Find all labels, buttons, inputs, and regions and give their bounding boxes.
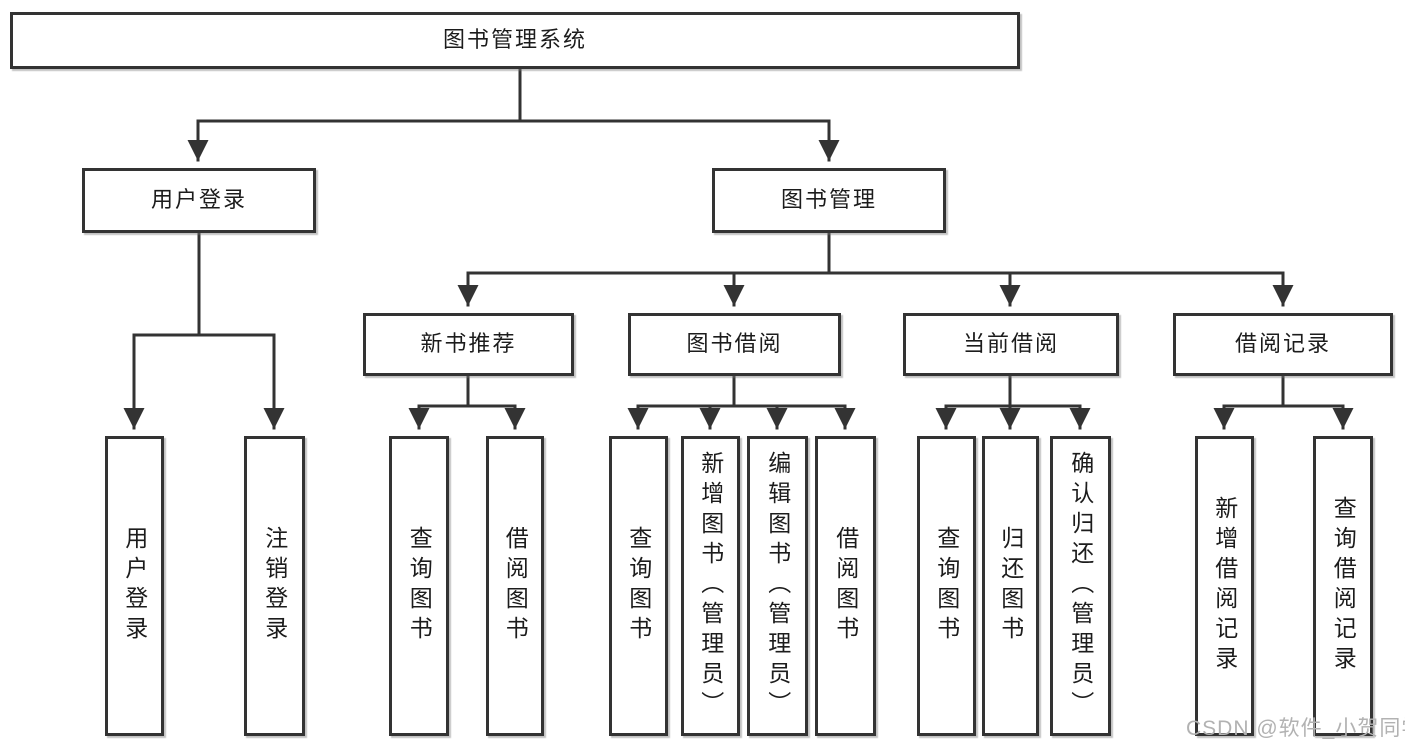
node-leaf-add-books-admin: 新增图书（管理员）: [681, 436, 740, 736]
node-library-management-system: 图书管理系统: [10, 12, 1020, 69]
node-leaf-user-login: 用户登录: [105, 436, 164, 736]
node-label: 图书借阅: [686, 331, 783, 357]
node-borrowing-records: 借阅记录: [1173, 313, 1393, 376]
node-leaf-edit-books-admin: 编辑图书（管理员）: [747, 436, 808, 736]
node-leaf-query-books-recommend: 查询图书: [389, 436, 449, 736]
node-label: 用户登录: [121, 526, 148, 646]
node-label: 用户登录: [150, 187, 247, 213]
node-label: 借阅图书: [502, 526, 529, 646]
node-book-management: 图书管理: [712, 168, 946, 233]
node-leaf-query-books-borrowing: 查询图书: [609, 436, 668, 736]
node-label: 查询图书: [625, 526, 652, 646]
node-leaf-add-borrow-record: 新增借阅记录: [1195, 436, 1254, 736]
node-new-book-recommend: 新书推荐: [363, 313, 574, 376]
node-leaf-borrow-books-recommend: 借阅图书: [486, 436, 544, 736]
node-leaf-logout-login: 注销登录: [244, 436, 305, 736]
node-label: 新增借阅记录: [1211, 496, 1238, 676]
node-label: 编辑图书（管理员）: [764, 451, 791, 721]
node-label: 注销登录: [261, 526, 288, 646]
node-label: 当前借阅: [962, 331, 1059, 357]
csdn-watermark: CSDN @软件_小贺同学: [1186, 717, 1405, 740]
node-leaf-confirm-return-admin: 确认归还（管理员）: [1050, 436, 1111, 736]
node-leaf-query-borrow-record: 查询借阅记录: [1313, 436, 1373, 736]
node-label: 借阅图书: [832, 526, 859, 646]
node-label: 确认归还（管理员）: [1067, 451, 1094, 721]
node-leaf-query-books-current: 查询图书: [917, 436, 976, 736]
node-label: 归还图书: [997, 526, 1024, 646]
node-current-borrowing: 当前借阅: [903, 313, 1119, 376]
node-label: 图书管理系统: [442, 27, 587, 53]
node-leaf-borrow-books-borrowing: 借阅图书: [815, 436, 876, 736]
node-leaf-return-books: 归还图书: [982, 436, 1039, 736]
node-label: 新增图书（管理员）: [697, 451, 724, 721]
node-label: 新书推荐: [420, 331, 517, 357]
node-label: 查询借阅记录: [1330, 496, 1357, 676]
node-label: 图书管理: [780, 187, 877, 213]
node-user-login: 用户登录: [82, 168, 316, 233]
node-label: 查询图书: [406, 526, 433, 646]
node-book-borrowing: 图书借阅: [628, 313, 841, 376]
node-label: 查询图书: [933, 526, 960, 646]
node-label: 借阅记录: [1234, 331, 1331, 357]
